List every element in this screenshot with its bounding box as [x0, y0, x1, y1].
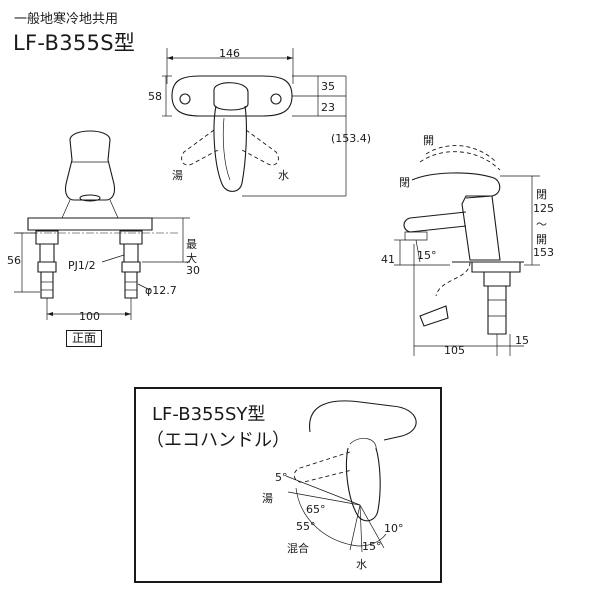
- range-tilde: 〜: [536, 218, 547, 231]
- dim-width: 146: [219, 47, 240, 60]
- side-view-drawing: [394, 145, 540, 356]
- front-view-label: 正面: [66, 330, 103, 347]
- eco-angle-15: 15°: [362, 540, 382, 553]
- top-view-drawing: [162, 48, 347, 197]
- eco-angle-10: 10°: [384, 522, 404, 535]
- dim-23: 23: [321, 101, 335, 114]
- angle-15: 15°: [417, 249, 437, 262]
- dim-56: 56: [7, 254, 21, 267]
- range-125: 125: [533, 202, 554, 215]
- dim-15: 15: [515, 334, 529, 347]
- eco-angle-65: 65°: [306, 503, 326, 516]
- eco-subtitle: （エコハンドル）: [146, 430, 290, 451]
- eco-model: LF-B355SY型: [152, 404, 266, 425]
- label-cold: 水: [278, 169, 289, 182]
- eco-angle-5: 5°: [275, 471, 288, 484]
- label-hot: 湯: [172, 169, 183, 182]
- range-open: 開: [536, 233, 547, 246]
- eco-handle-drawing: [285, 400, 417, 553]
- dim-35: 35: [321, 80, 335, 93]
- header-subtitle: 一般地寒冷地共用: [14, 12, 119, 27]
- front-view-drawing: [14, 130, 190, 320]
- eco-label-mix: 混合: [287, 542, 309, 555]
- range-closed: 閉: [536, 188, 547, 201]
- pipe-thread: PJ1/2: [68, 259, 96, 272]
- eco-label-cold: 水: [356, 558, 367, 571]
- dim-41: 41: [381, 253, 395, 266]
- dim-105: 105: [444, 344, 465, 357]
- dim-depth: (153.4): [331, 132, 372, 145]
- eco-angle-55: 55°: [296, 520, 316, 533]
- dim-max-1: 最: [186, 238, 197, 251]
- dim-100: 100: [79, 310, 100, 323]
- model-title: LF-B355S型: [13, 31, 136, 55]
- range-153: 153: [533, 246, 554, 259]
- dim-max-2: 大: [186, 252, 197, 265]
- eco-handle-panel: [134, 387, 442, 583]
- label-closed: 閉: [399, 176, 410, 189]
- dim-30: 30: [186, 264, 200, 277]
- dim-58: 58: [148, 90, 162, 103]
- pipe-diameter: φ12.7: [145, 284, 177, 297]
- label-open-top: 開: [423, 134, 434, 147]
- eco-label-hot: 湯: [262, 492, 273, 505]
